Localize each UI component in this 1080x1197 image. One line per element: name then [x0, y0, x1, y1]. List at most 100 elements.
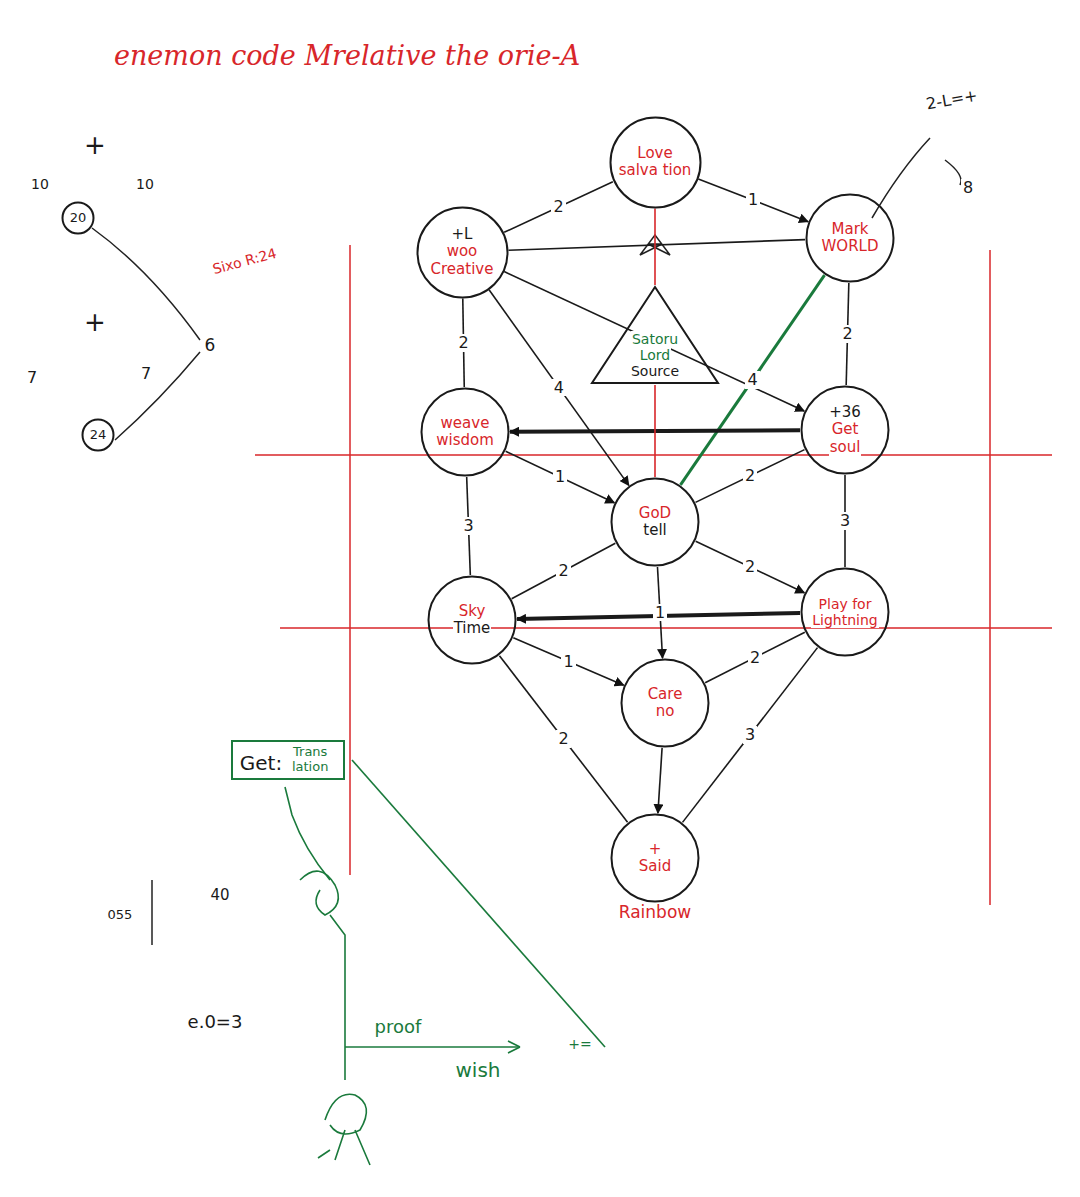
connector — [512, 543, 616, 599]
text-stack: Play forLightning — [811, 596, 878, 628]
circle-line — [63, 203, 94, 234]
node-text: wisdom — [435, 432, 495, 449]
triangle-line — [592, 287, 718, 383]
node-text: Said — [638, 858, 672, 875]
edge-weight: 2 — [743, 558, 757, 576]
circle-line — [612, 479, 699, 566]
concept-circle: Play forLightning — [800, 567, 890, 657]
node-text: tell — [642, 522, 667, 539]
node-text: Care — [647, 686, 684, 703]
edge-weight: 1 — [746, 191, 760, 209]
note-label: + — [82, 308, 108, 337]
node-text: Trans lation — [283, 745, 337, 775]
edge-weight: 3 — [743, 726, 757, 744]
concept-circle: GoDtell — [610, 477, 700, 567]
text-stack: MarkWORLD — [821, 221, 880, 256]
text-stack: Careno — [647, 686, 684, 721]
connector — [499, 656, 627, 823]
edge-weight: 4 — [745, 371, 759, 389]
node-text: 20 — [69, 211, 88, 226]
note-label: 7 — [25, 369, 39, 387]
node-text: Get — [831, 421, 860, 438]
connector — [508, 240, 805, 251]
note-label: 40 — [208, 887, 231, 904]
number-circle: 24 — [81, 418, 115, 452]
node-body: +LwooCreative — [416, 206, 509, 299]
node-text: Source — [630, 363, 680, 379]
connector — [506, 451, 615, 502]
edge-weight: 1 — [553, 468, 567, 486]
text-stack: GoDtell — [638, 505, 672, 540]
note-label: e.0=3 — [186, 1012, 245, 1032]
edge-weight: 3 — [838, 512, 852, 530]
note-label: 2-L=+ — [923, 87, 981, 114]
concept-circle: weavewisdom — [420, 387, 510, 477]
circle-line — [807, 195, 894, 282]
circle-line — [622, 660, 709, 747]
node-text: Rainbow — [610, 903, 700, 923]
edge-weight: 1 — [653, 604, 667, 622]
node-text: soul — [829, 439, 862, 456]
node-body: Careno — [620, 658, 710, 748]
node-text: + — [648, 841, 663, 858]
note-label: 8 — [961, 179, 975, 197]
node-text: WORLD — [821, 238, 880, 255]
concept-circle: +LwooCreative — [416, 206, 509, 299]
concept-circle: +36Getsoul — [800, 385, 890, 475]
node-text: no — [655, 703, 676, 720]
text-stack: 20 — [69, 211, 88, 226]
circle-line — [612, 815, 699, 902]
connector — [680, 275, 824, 485]
edge-weight: 4 — [552, 379, 566, 397]
text-stack: +36Getsoul — [828, 404, 862, 456]
node-text: Get: — [239, 752, 283, 775]
node-text: +36 — [828, 404, 862, 421]
note-label: 7 — [139, 365, 153, 383]
note-label: Sixo R:24 — [209, 246, 280, 279]
node-text: GoD — [638, 505, 672, 522]
circle-line — [422, 389, 509, 476]
node-text: woo — [446, 243, 479, 260]
number-circle: 20 — [61, 201, 95, 235]
node-body: Lovesalva tion — [609, 116, 702, 209]
text-stack: SkyTime — [453, 603, 492, 638]
node-body: SatoruLordSource — [590, 285, 720, 385]
node-text: salva tion — [618, 162, 693, 179]
node-body: SkyTime — [427, 575, 517, 665]
circle-line — [83, 420, 114, 451]
connector — [698, 179, 808, 222]
connector — [513, 638, 623, 685]
connector — [696, 450, 805, 503]
circle-line — [417, 207, 507, 297]
concept-circle: Careno — [620, 658, 710, 748]
edge-weight: 2 — [556, 562, 570, 580]
concept-circle: +SaidRainbow — [610, 813, 700, 923]
connector — [489, 290, 629, 486]
edge-weight: 1 — [561, 653, 575, 671]
node-text: 24 — [89, 428, 108, 443]
circle-line — [802, 387, 889, 474]
concept-circle: SkyTime — [427, 575, 517, 665]
text-stack: SatoruLordSource — [630, 331, 680, 379]
page-title: enemon code Mrelative the orie-A — [112, 40, 582, 71]
note-label: += — [566, 1037, 593, 1052]
note-label: 055 — [106, 908, 135, 922]
node-body: +Said — [610, 813, 700, 903]
text-stack: weavewisdom — [435, 415, 495, 450]
translation-box: Get:Trans lation — [231, 740, 345, 780]
note-label: 10 — [134, 177, 156, 192]
node-text: Love — [636, 145, 673, 162]
circle-line — [610, 117, 700, 207]
node-text: Time — [453, 620, 492, 637]
node-text: +L — [451, 226, 474, 243]
concept-circle: Lovesalva tion — [609, 116, 702, 209]
node-body: weavewisdom — [420, 387, 510, 477]
node-text: weave — [440, 415, 491, 432]
circle-line — [429, 577, 516, 664]
connector — [696, 541, 805, 592]
connector — [658, 748, 662, 813]
connector — [654, 385, 656, 477]
